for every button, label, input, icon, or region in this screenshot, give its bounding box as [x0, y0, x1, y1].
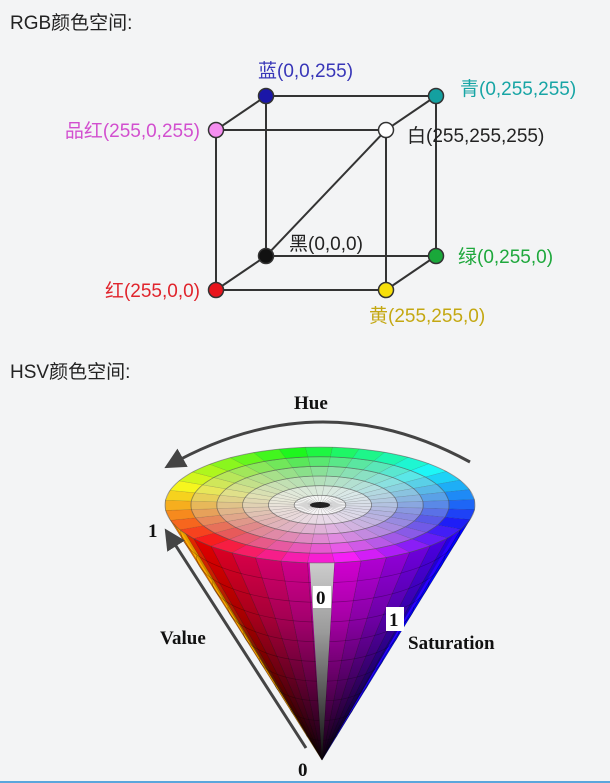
cone-top-cell: [305, 446, 333, 458]
cone-center: [310, 502, 330, 508]
rgb-cube: [215, 95, 437, 291]
vertex-blue: [257, 87, 275, 105]
value-label: Value: [160, 628, 206, 649]
cone-top-cell: [422, 500, 449, 510]
vertex-magenta: [207, 121, 225, 139]
vertex-green: [427, 247, 445, 265]
cone-top-cell: [165, 500, 192, 511]
cone-top-ring: [216, 465, 424, 545]
cone-top-cell: [191, 500, 218, 510]
hsv-labels: Hue Value Saturation 1 0 0 1: [148, 393, 495, 781]
label-red: 红(255,0,0): [105, 280, 200, 302]
cube-edge: [215, 255, 267, 291]
hsv-cone: [164, 446, 476, 761]
cone-top-cell: [307, 552, 335, 564]
cone-top-ring: [164, 446, 476, 564]
label-magenta: 品红(255,0,255): [65, 120, 200, 142]
cone-top-cell: [311, 533, 330, 544]
vertex-cyan: [427, 87, 445, 105]
label-green: 绿(0,255,0): [458, 246, 553, 268]
cone-top-cell: [310, 466, 329, 477]
rgb-section-title: RGB颜色空间:: [10, 13, 133, 34]
cone-top-ring: [267, 485, 373, 525]
cone-top-ring: [242, 475, 398, 535]
hsv-section-title: HSV颜色空间:: [10, 362, 131, 383]
cone-top-cell: [309, 543, 333, 554]
saturation-center-label: 0: [316, 588, 326, 609]
vertex-red: [207, 281, 225, 299]
cone-top-cell: [448, 499, 475, 510]
cube-edge: [215, 95, 267, 131]
value-top-label: 1: [148, 521, 158, 542]
vertex-white: [377, 121, 395, 139]
cone-top-ring: [293, 494, 347, 516]
value-arrow: [164, 528, 308, 749]
label-black: 黑(0,0,0): [289, 234, 363, 255]
cone-top-grid: [164, 446, 476, 564]
cone-top-ring: [190, 456, 450, 554]
label-yellow: 黄(255,255,0): [369, 305, 485, 327]
saturation-edge-box: [386, 607, 404, 631]
rgb-vertex-labels: 蓝(0,0,255) 青(0,255,255) 品红(255,0,255) 白(…: [65, 60, 576, 327]
hue-arrow: [164, 420, 471, 469]
gray-value-axis: [306, 505, 338, 760]
vertex-black: [257, 247, 275, 265]
saturation-center-box: [313, 586, 331, 608]
label-blue: 蓝(0,0,255): [258, 60, 353, 82]
cube-edge: [385, 95, 437, 131]
label-white: 白(255,255,255): [407, 125, 544, 147]
bottom-border: [0, 781, 610, 783]
saturation-edge-label: 1: [389, 610, 399, 631]
cone-top-cell: [216, 501, 244, 509]
cone-top-cell: [307, 456, 331, 467]
gray-diagonal: [265, 129, 387, 257]
cube-edge: [385, 255, 437, 291]
rgb-vertices: [207, 87, 445, 299]
label-cyan: 青(0,255,255): [460, 78, 576, 100]
value-bottom-label: 0: [298, 760, 308, 781]
vertex-yellow: [377, 281, 395, 299]
hue-label: Hue: [294, 393, 328, 414]
cone-top-cell: [396, 501, 424, 509]
saturation-label: Saturation: [408, 633, 495, 654]
